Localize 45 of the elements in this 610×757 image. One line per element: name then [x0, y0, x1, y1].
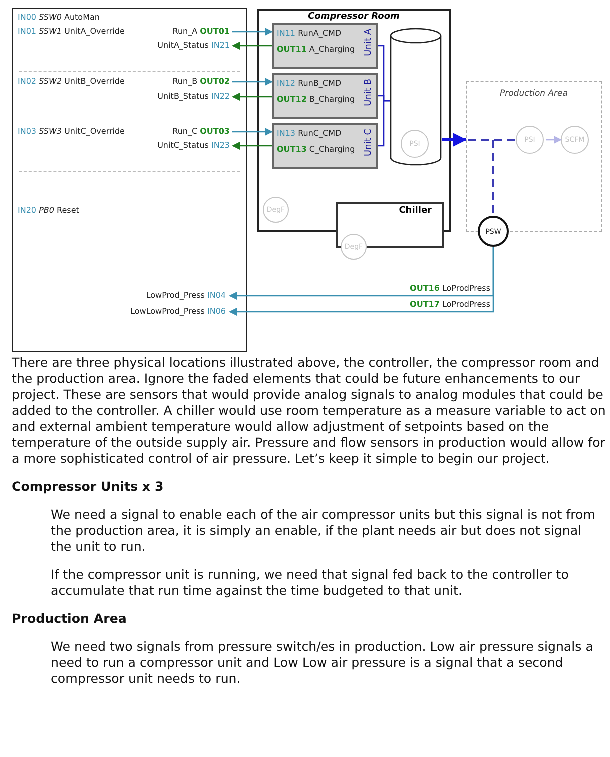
arrow — [232, 78, 273, 86]
signal-label: OUT12 B_Charging — [277, 94, 356, 106]
signal-label: UnitC_Status IN23 — [158, 140, 230, 152]
signal-label: Run_C OUT03 — [172, 126, 230, 138]
arrow — [232, 93, 272, 101]
arrow — [232, 42, 272, 50]
signal-label: Run_A OUT01 — [172, 26, 230, 38]
room-title: Compressor Room — [307, 12, 401, 22]
signal-label: Run_B OUT02 — [172, 76, 230, 88]
signal-label: OUT11 A_Charging — [277, 44, 356, 56]
section-heading: Production Area — [12, 611, 128, 627]
paragraph: We need a signal to enable each of the air compressor units but this signal is not from the production area, it is simply an enable, if the plant needs air but does not signal the unit to run. — [51, 507, 597, 555]
signal-label: UnitB_Status IN22 — [158, 91, 230, 103]
unit-box — [272, 123, 378, 169]
paragraph: There are three physical locations illustrated above, the controller, the compressor room and the production area. Ignore the faded elements that could be future enhancements to our project. These are sensors that would provide analog signals to analog modules that could be added to the controller. A chiller would use room temperature as a measure variable to act on and external ambient temperature would allow adjustment of setpoints based on the temperature of the outside supply air. Pressure and flow sensors in production would allow for a more sophisticated control of air pressure. Let’s keep it simple to begin our project. — [12, 355, 606, 467]
arrow — [232, 28, 273, 36]
signal-label: UnitA_Status IN21 — [158, 40, 230, 52]
signal-label: IN13 RunC_CMD — [277, 128, 342, 140]
arrow — [546, 136, 562, 144]
signal-label: LowProd_Press IN04 — [146, 290, 226, 302]
area-title: Production Area — [498, 89, 569, 99]
arrow — [229, 247, 494, 316]
signal-label: IN12 RunB_CMD — [277, 78, 342, 90]
signal-label: IN01 SSW1 UnitA_Override — [18, 26, 125, 38]
section-heading: Compressor Units x 3 — [12, 479, 165, 495]
paragraph: If the compressor unit is running, we need that signal fed back to the controller to accumulate that run time against the time budgeted to that unit. — [51, 567, 570, 599]
signal-label: IN00 SSW0 AutoMan — [18, 12, 100, 24]
unit-label: Unit A — [364, 29, 374, 56]
arrow — [232, 142, 272, 150]
arrow — [232, 128, 273, 136]
signal-label: IN03 SSW3 UnitC_Override — [18, 126, 125, 138]
signal-label: IN20 PB0 Reset — [18, 205, 80, 217]
unit-box — [272, 23, 378, 69]
signal-label: IN02 SSW2 UnitB_Override — [18, 76, 125, 88]
unit-label: Unit C — [364, 129, 374, 156]
signal-label: IN11 RunA_CMD — [277, 28, 342, 40]
paragraph: We need two signals from pressure switch/es in production. Low air pressure signals a need to run a compressor unit and Low Low air pressure is a signal that a second compressor unit needs to run. — [51, 639, 594, 687]
signal-label: LowLowProd_Press IN06 — [130, 306, 226, 318]
unit-box — [272, 73, 378, 119]
room-box — [257, 9, 451, 232]
arrow — [442, 133, 467, 147]
unit-label: Unit B — [364, 79, 374, 106]
controller-box — [12, 8, 247, 352]
signal-label: OUT13 C_Charging — [277, 144, 356, 156]
chiller-title: Chiller — [399, 206, 432, 216]
